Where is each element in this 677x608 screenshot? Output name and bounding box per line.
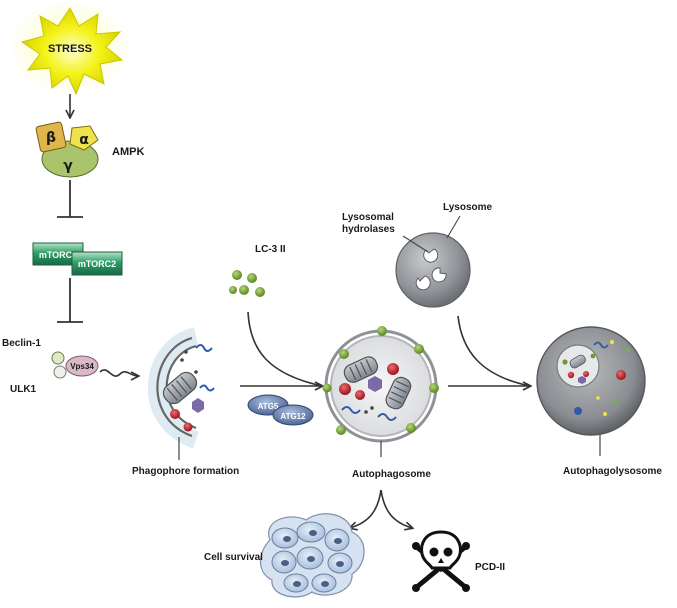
ulk1-node [53,365,67,379]
lysosome: Lysosomal hydrolases Lysosome [342,202,493,308]
to-pcd2-arrow [380,489,412,528]
phagophore-red-organelle [170,409,180,419]
phagophore-mitochondrion-icon [162,371,198,405]
autophagosome-label: Autophagosome [352,469,431,480]
atg12-node [272,404,314,426]
autophagosome-red-organelle [387,363,399,375]
autophagosome-lc3-particle [339,349,349,359]
lysosome-label: Lysosome [443,202,493,213]
stress-starburst-icon [20,7,124,96]
mtor-complexes: mTORC1 mTORC2 [32,242,123,276]
complex-to-phagophore-arrow [99,369,138,376]
ulk1-label: ULK1 [10,384,37,395]
lc3-particle [232,270,242,280]
lysosome-to-autophagolysosome-curve [457,315,531,387]
lc3-particle [229,286,237,294]
lc3-particle [247,273,257,283]
ampk-beta-subunit [35,121,67,153]
phagophore: Phagophore formation [132,327,239,477]
autophagolysosome: Autophagolysosome [536,326,662,477]
vps34-node [65,355,99,377]
hydrolases-leader-line [402,235,429,253]
cell-cluster-icon [259,513,365,598]
hydrolase-enzyme-icon [431,267,447,283]
mtorc1-label: mTORC1 [39,250,77,260]
ampk-complex: β α γ AMPK [35,121,144,178]
ampk-beta-label: β [46,130,56,146]
cell-survival-label: Cell survival [204,552,263,563]
autophagosome-lc3-particle [336,425,346,435]
atg12-label: ATG12 [280,412,306,421]
atg-complex: ATG5 ATG12 [247,394,314,426]
autophagolysosome-label: Autophagolysosome [563,466,662,477]
mtorc2-box [71,251,123,276]
autophagolysosome-dna-icon [593,341,609,349]
autophagosome-lc3-particle [429,383,439,393]
beclin1-node [51,351,65,365]
hydrolases-label-line2: hydrolases [342,224,395,235]
stress-node: STRESS [8,0,132,96]
autophagosome-lc3-particle [406,423,416,433]
phagophore-purple-organelle [192,398,204,413]
initiation-complex: Beclin-1 Vps34 ULK1 [2,338,99,395]
phagophore-label: Phagophore formation [132,466,239,477]
mtor-inhibits-complex [57,278,83,323]
autophagosome-dna-icon [341,406,361,414]
to-cell-survival-arrow [350,489,382,528]
autophagosome-lc3-particle [414,344,424,354]
autophagosome-dna-icon [377,413,397,421]
ampk-alpha-subunit [69,125,99,151]
autophagosome-mitochondrion-icon [385,376,412,410]
autophagosome-purple-organelle [368,376,382,392]
autophagosome: Autophagosome [322,326,439,480]
vps34-label: Vps34 [70,362,94,371]
hydrolases-label-line1: Lysosomal [342,212,394,223]
phagophore-dna-icon [195,344,213,352]
ampk-inhibits-mtor [57,180,83,218]
autophagolysosome-red-organelle [616,370,626,380]
ampk-alpha-label: α [79,132,89,148]
mtorc2-label: mTORC2 [78,259,116,269]
autophagosome-red-organelle [355,390,365,400]
stress-label: STRESS [48,43,92,55]
lc3-to-autophagosome-curve [247,311,323,387]
phagophore-red-organelle [183,422,193,432]
lc3-particle [239,285,249,295]
pcd2-label: PCD-II [475,562,505,573]
hydrolase-enzyme-icon [415,275,431,291]
skull-crossbones-icon [412,530,470,592]
ampk-gamma-label: γ [63,158,73,174]
ampk-label: AMPK [112,146,144,158]
lc3-group: LC-3 II [229,244,286,297]
lc3-label: LC-3 II [255,244,286,255]
phagophore-membrane-outer [156,336,193,438]
beclin1-label: Beclin-1 [2,338,41,349]
autophagosome-lc3-particle [322,383,332,393]
autophagosome-red-organelle [339,383,351,395]
outcome-fork [350,489,412,528]
autophagosome-mitochondrion-icon [343,356,379,383]
lysosome-leader-line [446,215,461,239]
hydrolase-enzyme-icon [423,248,439,263]
atg5-label: ATG5 [258,402,279,411]
lc3-particle [255,287,265,297]
autophagolysosome-blue-particle [574,407,582,415]
phagophore-dna-icon [199,384,215,392]
autophagosome-lc3-particle [377,326,387,336]
